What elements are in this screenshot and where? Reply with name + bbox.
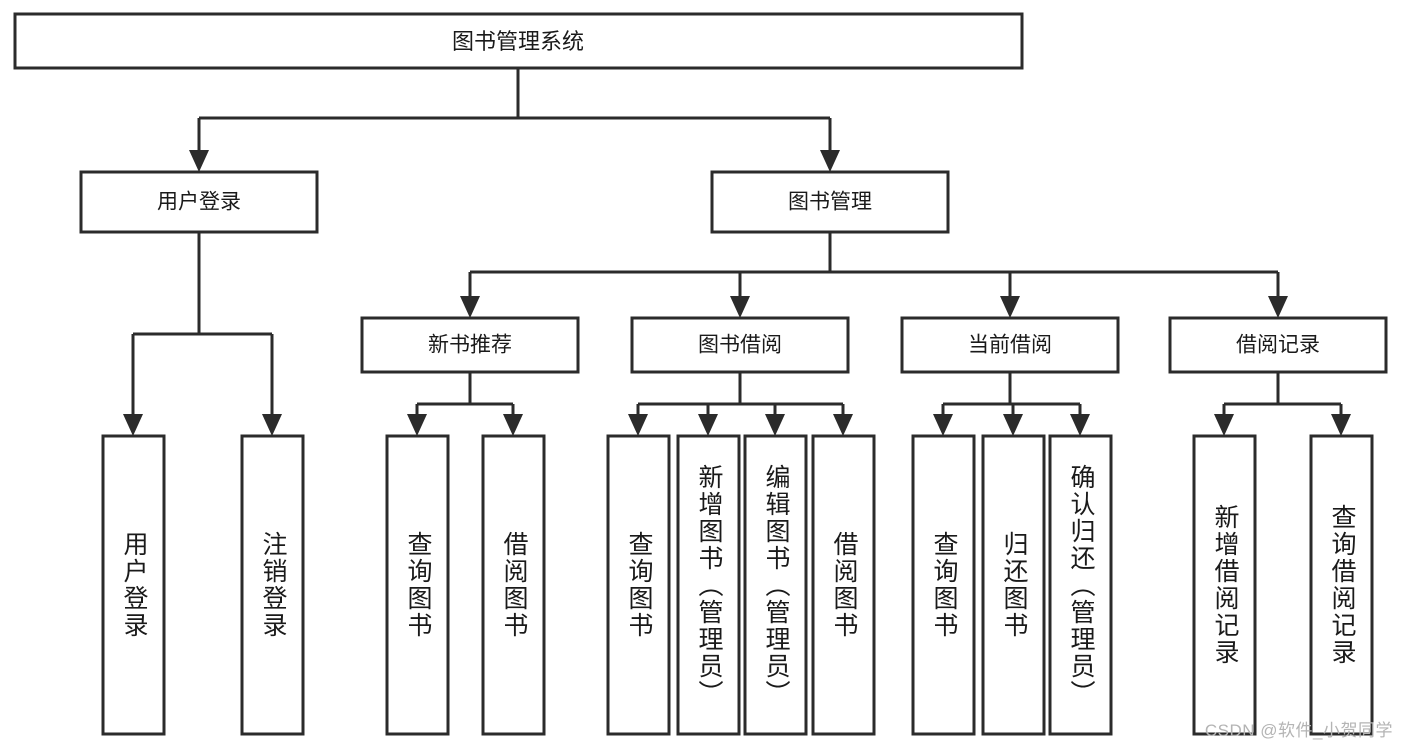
- current-borrow-box[interactable]: [900, 316, 1120, 374]
- borrow-record-box[interactable]: [1168, 316, 1388, 374]
- node-current-borrow[interactable]: 当前借阅: [900, 316, 1120, 374]
- arrow-bb-l4: [833, 414, 853, 436]
- arrow-user-login-l1: [123, 414, 143, 436]
- arrow-bm-to-new-book: [460, 296, 480, 318]
- arrow-cb-l3: [1070, 414, 1090, 436]
- arrow-br-l2: [1331, 414, 1351, 436]
- book-borrow-label: 图书借阅: [698, 334, 782, 357]
- borrow-record-label: 借阅记录: [1236, 334, 1320, 357]
- leaf-box-user-login-1[interactable]: [101, 434, 166, 736]
- root-box[interactable]: [13, 12, 1024, 70]
- new-book-recommend-box[interactable]: [360, 316, 580, 374]
- arrow-bm-to-borrow-record: [1268, 296, 1288, 318]
- arrow-bb-l1: [628, 414, 648, 436]
- leaf-box-current-borrow-3[interactable]: [1048, 434, 1113, 736]
- arrow-bb-l2: [698, 414, 718, 436]
- node-root[interactable]: 图书管理系统: [13, 12, 1024, 70]
- arrow-nbr-l2: [503, 414, 523, 436]
- arrow-nbr-l1: [407, 414, 427, 436]
- node-book-manage[interactable]: 图书管理: [710, 170, 950, 234]
- leaf-box-book-borrow-3[interactable]: [743, 434, 808, 736]
- arrow-cb-l1: [933, 414, 953, 436]
- leaf-boxes-layer: [101, 434, 1374, 736]
- root-label: 图书管理系统: [452, 29, 584, 54]
- node-book-borrow[interactable]: 图书借阅: [630, 316, 850, 374]
- new-book-recommend-label: 新书推荐: [428, 334, 512, 357]
- arrow-root-to-user-login: [189, 150, 209, 172]
- leaf-box-borrow-record-2[interactable]: [1309, 434, 1374, 736]
- book-manage-box[interactable]: [710, 170, 950, 234]
- node-user-login[interactable]: 用户登录: [79, 170, 319, 234]
- arrow-bb-l3: [765, 414, 785, 436]
- book-manage-label: 图书管理: [788, 191, 872, 214]
- user-login-box[interactable]: [79, 170, 319, 234]
- arrow-bm-to-current-borrow: [1000, 296, 1020, 318]
- user-login-label: 用户登录: [157, 191, 241, 214]
- arrow-br-l1: [1214, 414, 1234, 436]
- leaf-box-new-book-recommend-2[interactable]: [481, 434, 546, 736]
- leaf-box-book-borrow-2[interactable]: [676, 434, 741, 736]
- arrow-bm-to-book-borrow: [730, 296, 750, 318]
- edges-layer: [123, 68, 1351, 436]
- leaf-box-book-borrow-1[interactable]: [606, 434, 671, 736]
- leaf-box-current-borrow-1[interactable]: [911, 434, 976, 736]
- node-new-book-recommend[interactable]: 新书推荐: [360, 316, 580, 374]
- leaf-box-new-book-recommend-1[interactable]: [385, 434, 450, 736]
- arrow-cb-l2: [1003, 414, 1023, 436]
- current-borrow-label: 当前借阅: [968, 334, 1052, 357]
- arrow-root-to-book-manage: [820, 150, 840, 172]
- leaf-box-user-login-2[interactable]: [240, 434, 305, 736]
- watermark-text: CSDN @软件_小贺同学: [1204, 721, 1393, 740]
- book-borrow-box[interactable]: [630, 316, 850, 374]
- arrow-user-login-l2: [262, 414, 282, 436]
- node-borrow-record[interactable]: 借阅记录: [1168, 316, 1388, 374]
- leaf-box-borrow-record-1[interactable]: [1192, 434, 1257, 736]
- leaf-box-current-borrow-2[interactable]: [981, 434, 1046, 736]
- leaf-box-book-borrow-4[interactable]: [811, 434, 876, 736]
